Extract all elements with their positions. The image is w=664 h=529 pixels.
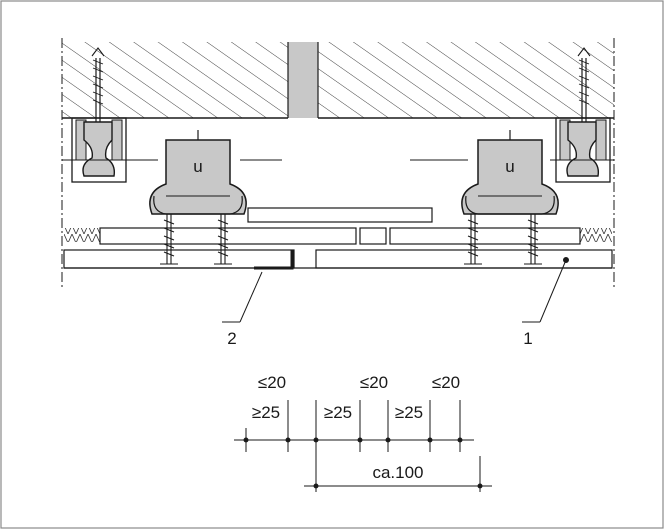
fixing-screws <box>160 214 542 265</box>
board-layer-upper <box>99 227 581 245</box>
screw-2 <box>214 214 232 265</box>
slab-joint <box>288 42 318 118</box>
dim-min-3: ≥25 <box>395 403 423 422</box>
concrete-slab <box>62 42 614 119</box>
edge-profile <box>254 250 294 270</box>
dim-min-1: ≥25 <box>252 403 280 422</box>
insulation-right <box>580 228 612 242</box>
ceiling-clip-left: u <box>149 130 247 215</box>
dim-max-2: ≤20 <box>360 373 388 392</box>
callout-leaders <box>222 257 569 323</box>
screw-4 <box>524 214 542 265</box>
wall-channel-left <box>71 117 127 183</box>
callout-2: 2 <box>227 329 236 348</box>
insulation-left <box>64 228 100 242</box>
wall-channel-right <box>555 117 611 183</box>
dim-max-3: ≤20 <box>432 373 460 392</box>
dim-min-2: ≥25 <box>324 403 352 422</box>
callout-1: 1 <box>523 329 532 348</box>
screw-3 <box>464 214 482 265</box>
dimension-chain <box>234 400 492 492</box>
screw-1 <box>160 214 178 265</box>
clip-glyph-right: u <box>505 157 514 176</box>
backing-strip <box>247 207 433 223</box>
break-lines <box>61 38 615 290</box>
ceiling-clip-right: u <box>461 130 559 215</box>
dim-overall: ca.100 <box>372 463 423 482</box>
clip-glyph-left: u <box>193 157 202 176</box>
dim-max-1: ≤20 <box>258 373 286 392</box>
